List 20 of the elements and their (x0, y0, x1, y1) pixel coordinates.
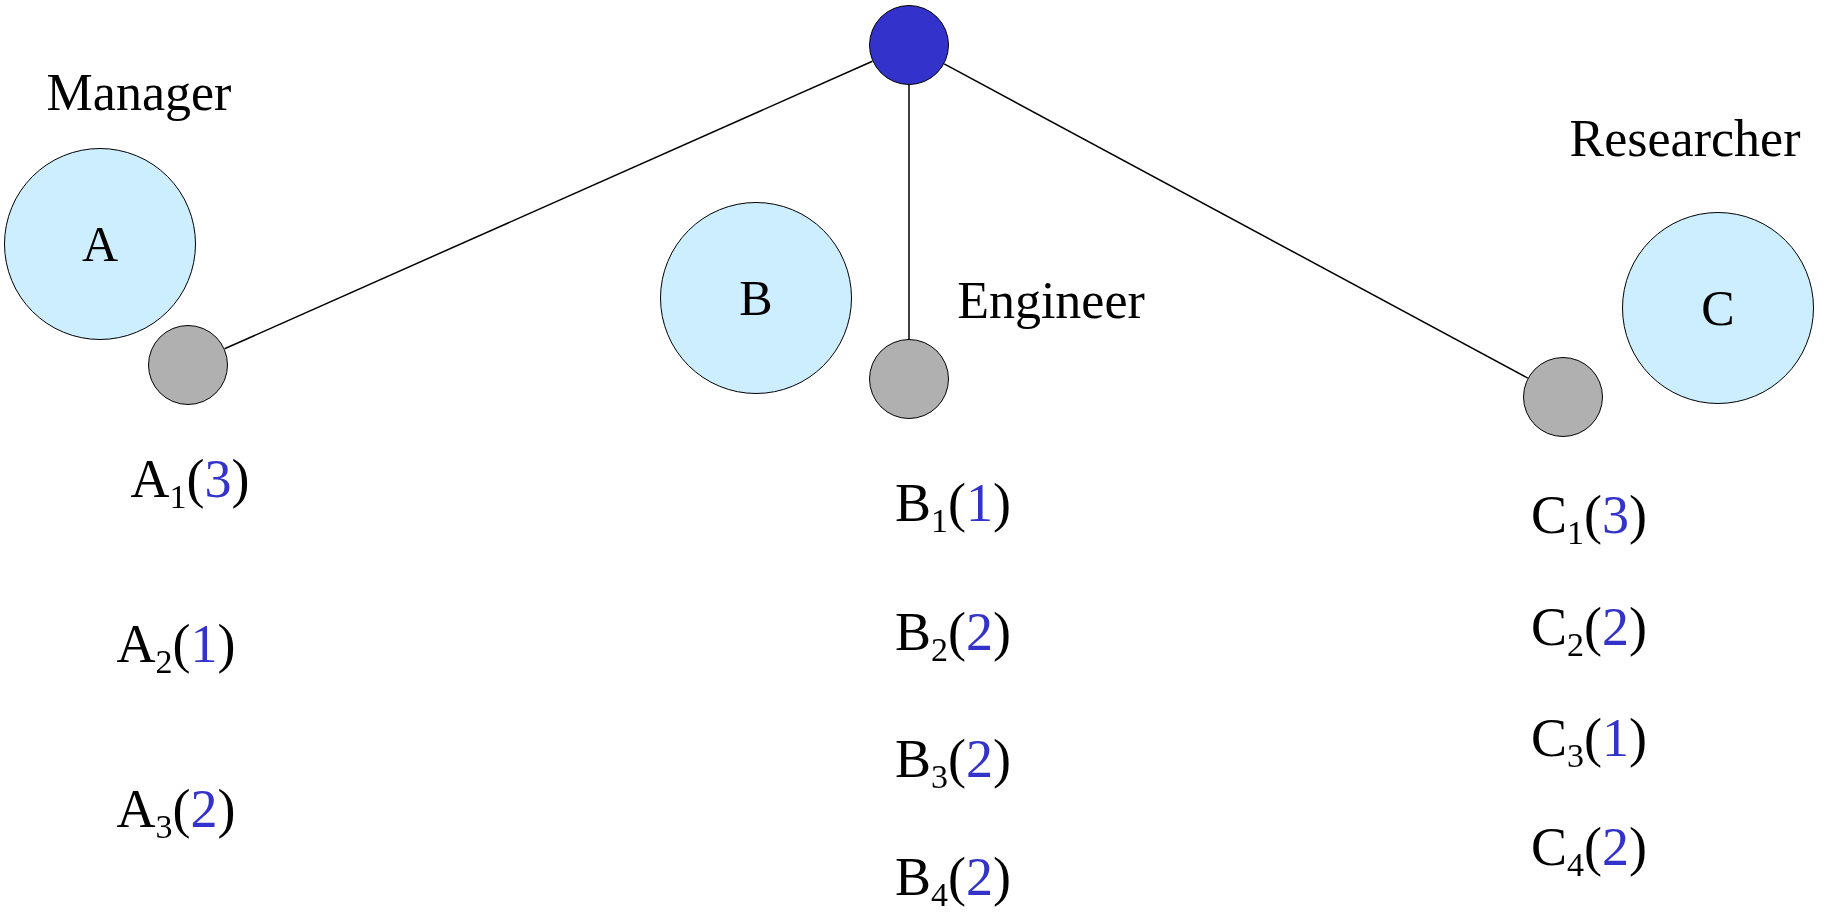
item-label: C$_{2}$(2) (1531, 595, 1647, 665)
node-label: A (81, 215, 119, 273)
item-label: B$_{1}$(1) (895, 471, 1011, 541)
item-label: A$_{3}$(2) (116, 777, 236, 847)
role-caption: Manager (46, 62, 232, 122)
node-label: C (1701, 279, 1735, 337)
role-caption: Engineer (957, 270, 1145, 330)
item-label: C$_{1}$(3) (1531, 483, 1647, 553)
connector-line (943, 63, 1529, 379)
role-caption: Researcher (1569, 108, 1801, 168)
item-label: A$_{1}$(3) (130, 447, 250, 517)
connector-line (908, 84, 910, 340)
node-label: B (739, 269, 773, 327)
item-label: A$_{2}$(1) (116, 612, 236, 682)
item-label: B$_{3}$(2) (895, 727, 1011, 797)
item-label: C$_{4}$(2) (1531, 815, 1647, 885)
item-label: C$_{3}$(1) (1531, 706, 1647, 776)
connector-line (223, 60, 874, 350)
item-label: B$_{2}$(2) (895, 600, 1011, 670)
item-label: B$_{4}$(2) (895, 845, 1011, 915)
